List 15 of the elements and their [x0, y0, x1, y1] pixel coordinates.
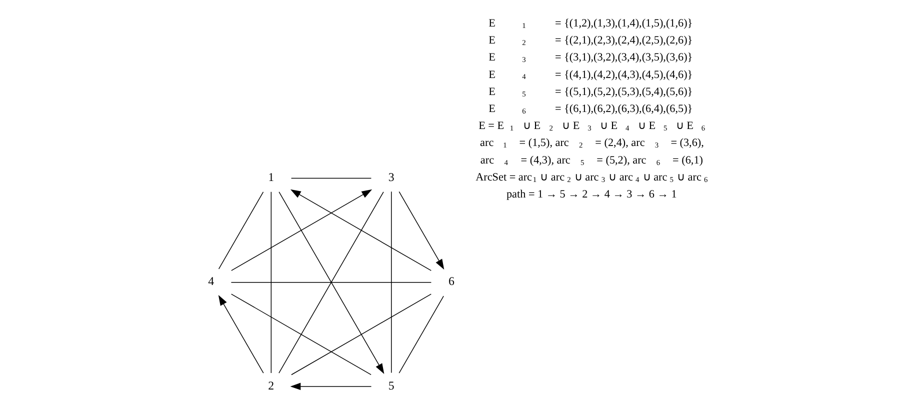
node-text: 2	[268, 378, 274, 392]
arrow	[290, 382, 372, 390]
connector	[290, 178, 372, 179]
node-text: 5	[388, 378, 394, 392]
label: path = 1 → 5 → 2 → 4 → 3 → 6 → 1	[506, 188, 676, 201]
node-text: 6	[448, 274, 454, 288]
node-text: 4	[208, 274, 214, 288]
connector	[218, 192, 264, 270]
connector	[398, 296, 444, 374]
node-text: 1	[268, 170, 274, 184]
connector	[270, 192, 272, 374]
arrow	[218, 295, 264, 374]
node-text: 3	[388, 170, 394, 184]
arrow	[398, 191, 444, 270]
connector	[390, 191, 392, 374]
